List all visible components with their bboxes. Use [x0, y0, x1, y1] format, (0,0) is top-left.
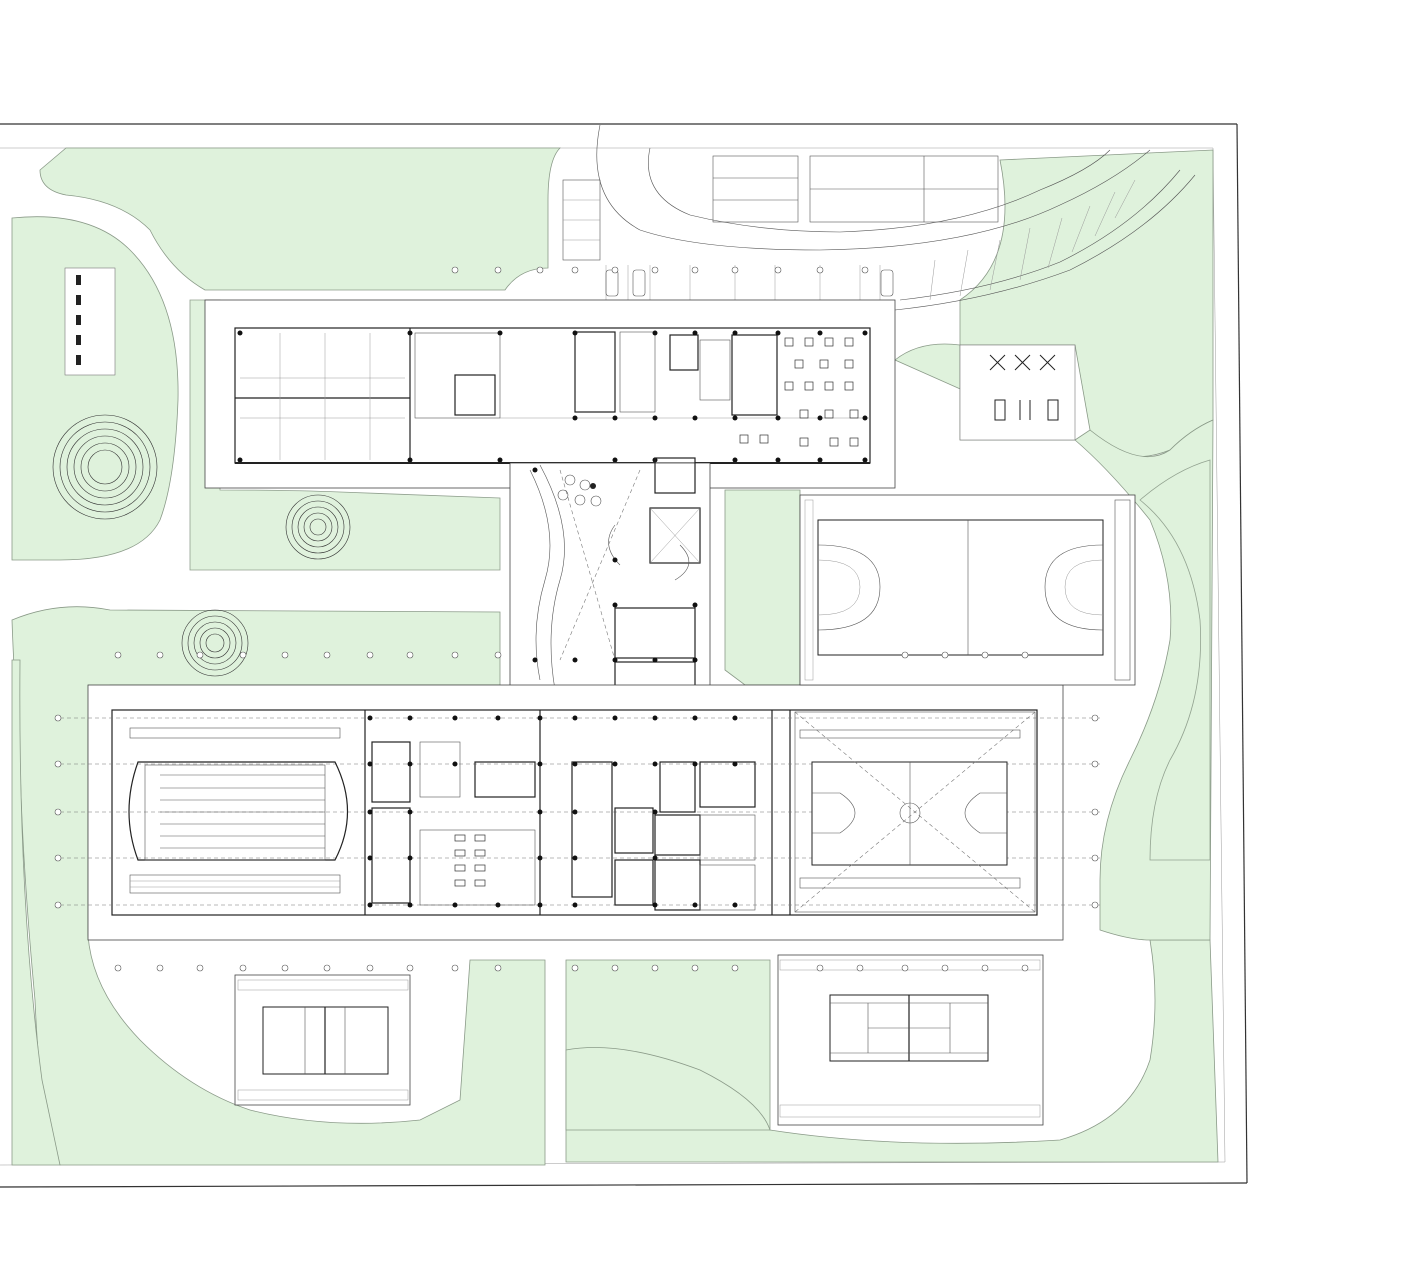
- cafeteria-tables: [739, 337, 859, 447]
- landscape-green-areas: [11, 147, 1219, 1166]
- entrance-hall-connector: [509, 457, 711, 715]
- handball-court: [799, 494, 1136, 686]
- multipurpose-gymnasium: [794, 711, 1036, 913]
- tennis-court-outdoor: [777, 954, 1044, 1126]
- legend-box-left: [64, 267, 116, 376]
- main-building-north-wing: [204, 299, 896, 489]
- amphitheater-circles: [52, 414, 351, 677]
- volleyball-court-outdoor: [234, 974, 411, 1106]
- grid-axis-markers: [54, 266, 1099, 972]
- aquatic-center: [128, 727, 348, 894]
- central-services-block: [367, 715, 756, 911]
- legend-box-right: [959, 344, 1076, 441]
- parking-area: [562, 124, 1196, 311]
